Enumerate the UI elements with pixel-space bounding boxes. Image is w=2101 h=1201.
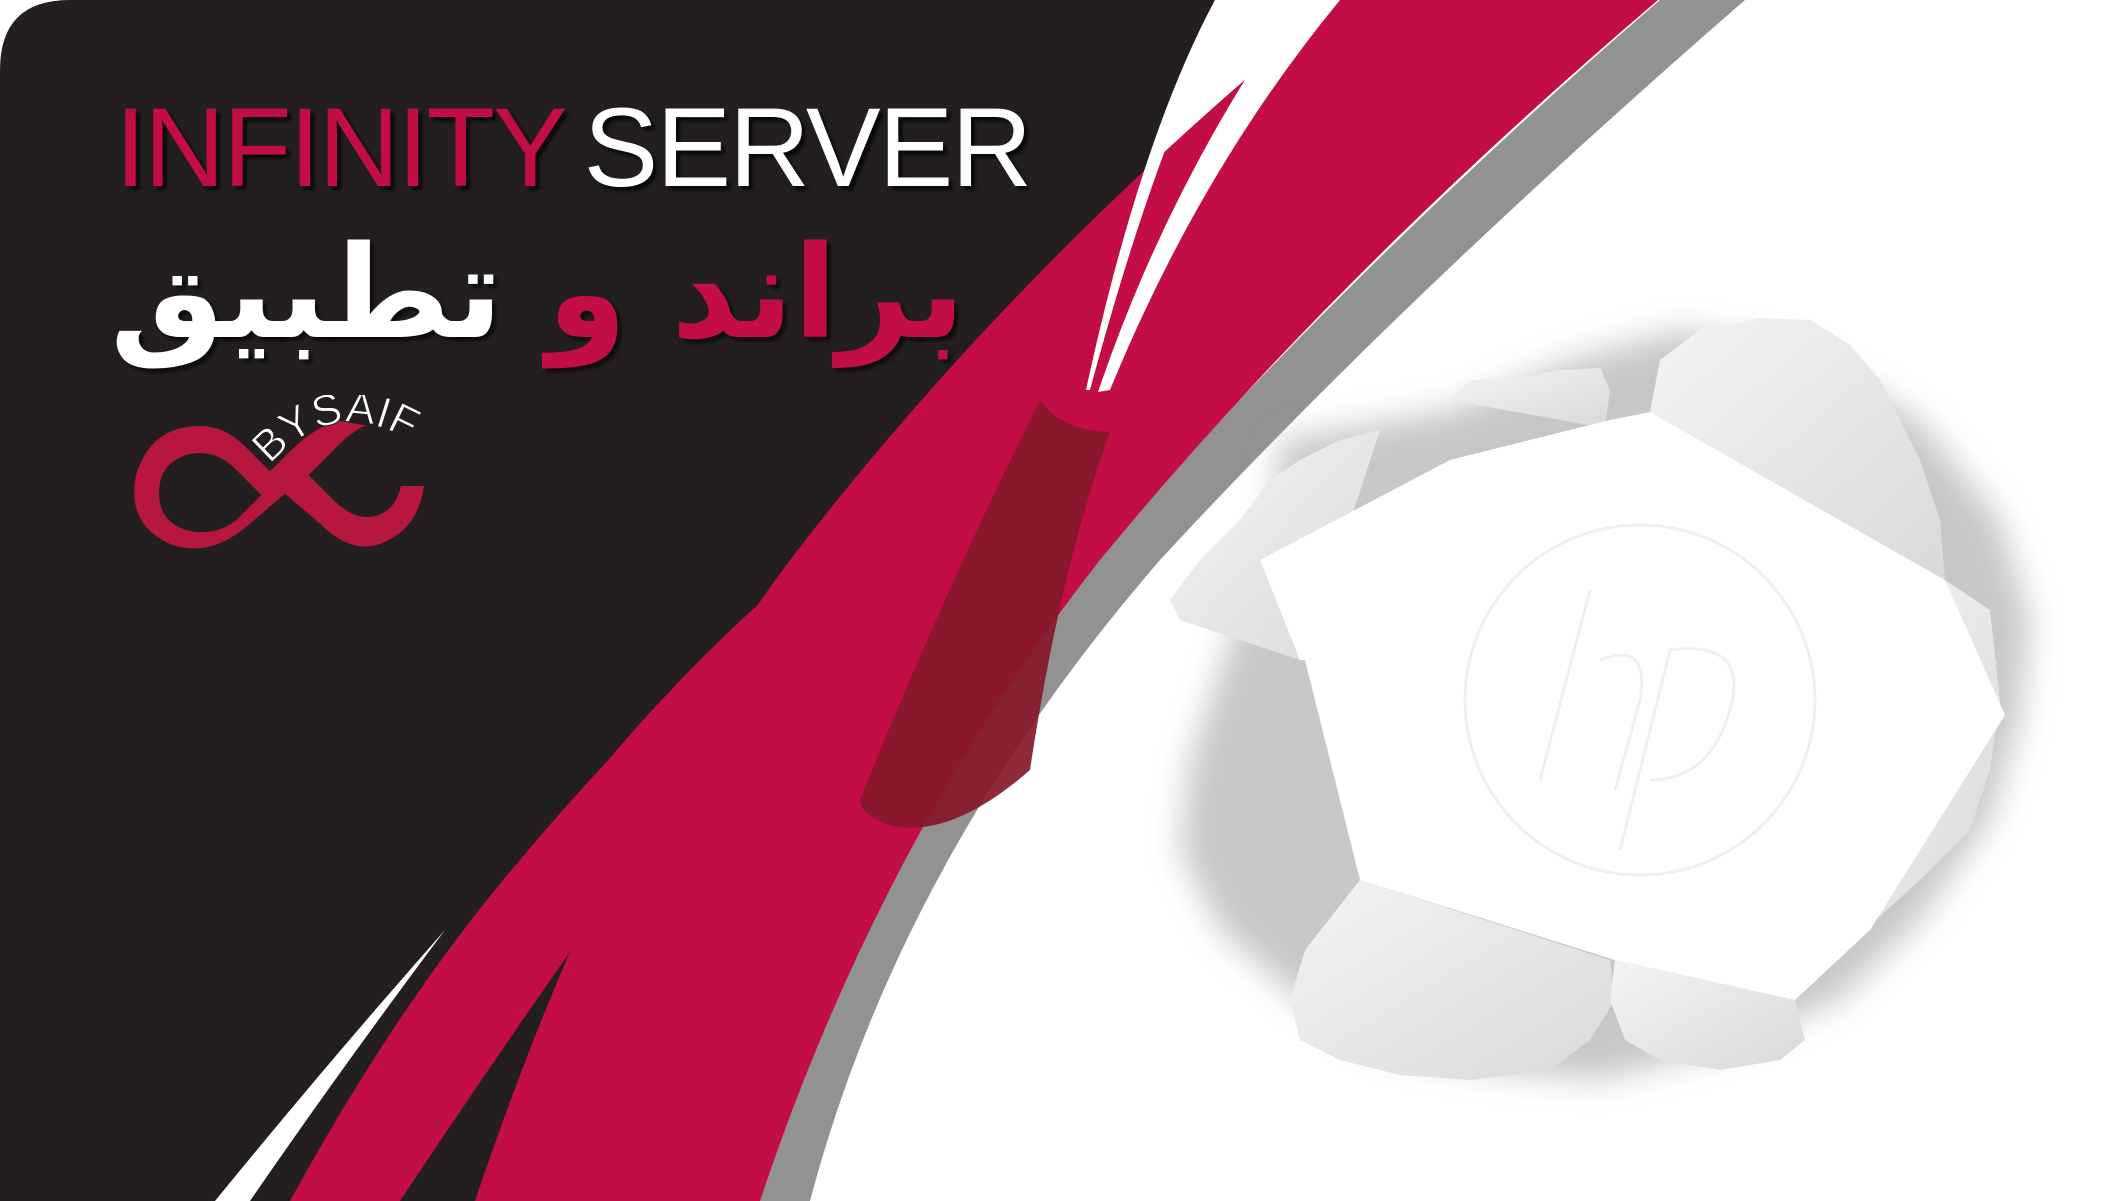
hp-logo-icon xyxy=(1463,523,1817,877)
white-stripe-1 xyxy=(1086,0,1232,390)
brand-title-server: SERVER xyxy=(583,85,1033,210)
logo-text-path: BYSAIF xyxy=(242,395,427,472)
tear-flap-bottom xyxy=(1290,880,1615,1080)
crimson-swoosh-main xyxy=(475,0,1658,1201)
tear-flap-left xyxy=(1170,430,1380,660)
tear-flap-top-right xyxy=(1650,318,1945,580)
arabic-word-and: و xyxy=(547,219,627,368)
white-stripe-2 xyxy=(1098,0,1340,392)
logo-text: BYSAIF xyxy=(242,395,426,472)
tear-hole xyxy=(1260,412,2005,1000)
maroon-overlay xyxy=(860,400,1110,828)
white-streak-bottom xyxy=(215,930,445,1201)
gray-swoosh xyxy=(740,0,1745,1201)
arabic-word-app: تطبيق xyxy=(110,219,503,368)
infinity-icon xyxy=(132,418,427,551)
tear-flap-bottom-right xyxy=(1610,960,1805,1070)
brand-title-infinity: INFINITY xyxy=(115,85,568,210)
dark-panel xyxy=(0,0,1215,1201)
crimson-streak-lower xyxy=(310,400,1040,1201)
crimson-streak-thin xyxy=(290,635,735,1201)
tear-flap-top xyxy=(1450,368,1610,428)
arabic-word-brand: براند xyxy=(671,219,965,368)
bysaif-logo: BYSAIF xyxy=(132,395,427,551)
arabic-subtitle: براند و تطبيق xyxy=(110,230,965,358)
